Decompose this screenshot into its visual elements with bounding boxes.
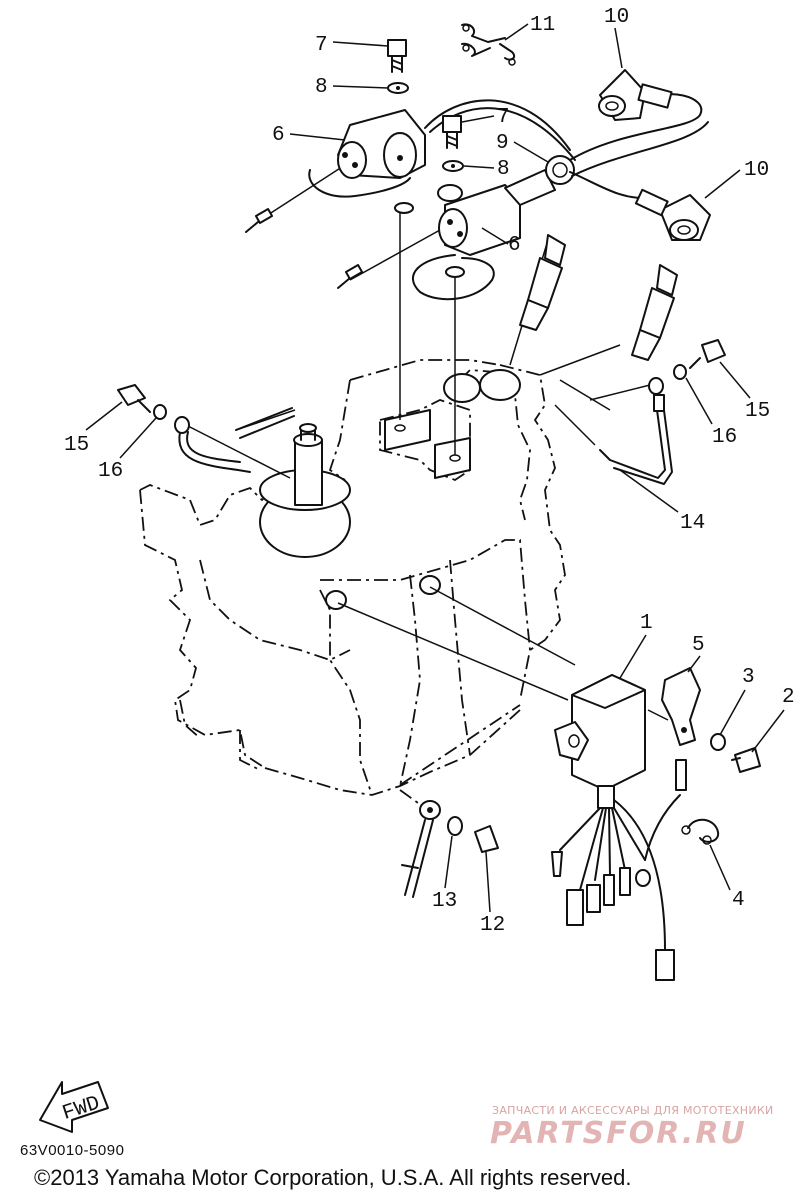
callout-1: 1 [640, 612, 653, 635]
coil-mount-bosses [325, 369, 521, 610]
tube-left [235, 407, 295, 439]
spark-plug-left [519, 234, 566, 331]
clip-4 [681, 818, 720, 845]
bolt-12 [474, 825, 499, 853]
ground-lead-14 [599, 377, 673, 485]
bolt-15-right [689, 339, 726, 369]
callout-16: 16 [98, 460, 123, 483]
ignition-coil-upper [308, 99, 576, 198]
callout-6: 6 [272, 124, 285, 147]
callout-9: 9 [496, 132, 509, 155]
ignition-coil-lower [412, 169, 556, 301]
callout-16b: 16 [712, 426, 737, 449]
washer-8-lower [442, 160, 464, 172]
callout-15b: 15 [745, 400, 770, 423]
wire-terminals [245, 208, 364, 289]
callout-7b: 7 [497, 106, 510, 129]
drawing-code: 63V0010-5090 [20, 1142, 125, 1159]
callout-11: 11 [530, 14, 555, 37]
callout-5: 5 [692, 634, 705, 657]
bolt-7-upper [387, 39, 407, 73]
washer-8-upper [387, 82, 409, 94]
fwd-arrow-icon: FWD [39, 1081, 109, 1133]
mount-washers [394, 202, 465, 278]
callout-15: 15 [64, 434, 89, 457]
callout-12: 12 [480, 914, 505, 937]
washer-16-right [673, 364, 687, 380]
bolt-2 [731, 747, 761, 773]
wire-clip-11 [461, 23, 516, 66]
flywheel-hub [259, 423, 351, 558]
callout-8: 8 [315, 76, 328, 99]
bolt-15-left [117, 384, 151, 413]
callout-13: 13 [432, 890, 457, 913]
callout-10b: 10 [744, 159, 769, 182]
copyright-notice: ©2013 Yamaha Motor Corporation, U.S.A. A… [34, 1165, 632, 1190]
washer-13 [447, 816, 463, 836]
callout-7: 7 [315, 34, 328, 57]
plug-cap-lower [634, 188, 711, 241]
callout-3: 3 [742, 666, 755, 689]
bracket-5 [661, 667, 701, 746]
callout-2: 2 [782, 686, 795, 709]
washer-16-left [153, 404, 167, 420]
plug-cap-upper [598, 69, 673, 121]
cdi-unit-1 [551, 674, 687, 981]
washer-3 [710, 733, 726, 751]
callout-4: 4 [732, 889, 745, 912]
callout-14: 14 [680, 512, 705, 535]
spark-plug-right [631, 264, 678, 361]
callout-6b: 6 [508, 234, 521, 257]
callouts: 1 2 3 4 5 6 6 7 7 8 8 9 10 10 11 12 13 1… [64, 6, 795, 937]
ground-lead-lower [401, 800, 441, 898]
watermark-tagline: ЗАПЧАСТИ И АКСЕССУАРЫ ДЛЯ МОТОТЕХНИКИ [492, 1104, 774, 1117]
bolt-7-lower [442, 115, 462, 149]
leader-lines [185, 164, 669, 721]
callout-10: 10 [604, 6, 629, 29]
callout-8b: 8 [497, 158, 510, 181]
engine-block-outline [139, 359, 566, 809]
ground-lead-left [174, 416, 251, 473]
watermark-logo: PARTSFOR.RU [490, 1116, 747, 1151]
